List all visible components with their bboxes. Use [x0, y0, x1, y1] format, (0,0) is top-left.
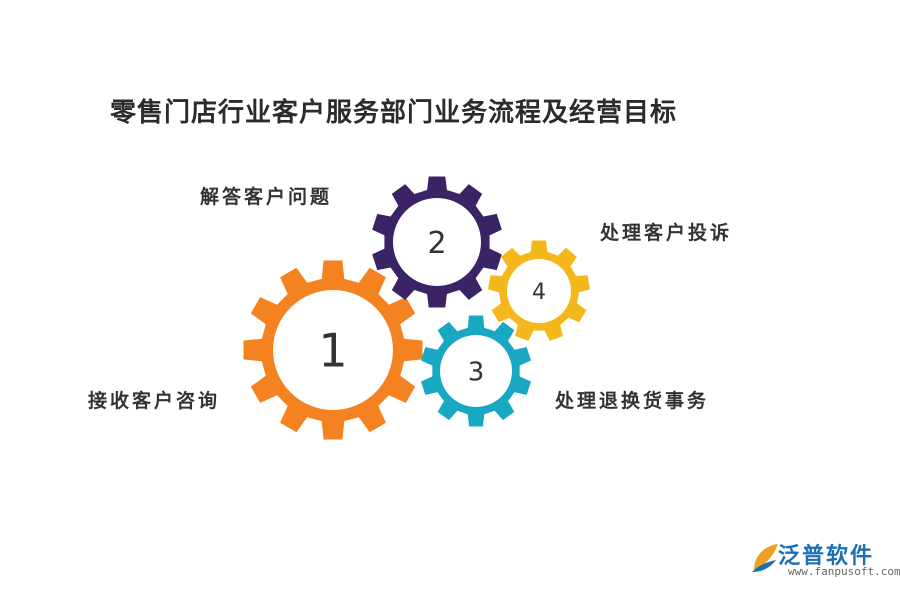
gear-3-center: [440, 335, 512, 407]
gear-3-number: 3: [468, 357, 485, 387]
gear-2-label: 解答客户问题: [200, 186, 333, 208]
fan-leaf-icon: [752, 544, 778, 572]
gear-1-label: 接收客户咨询: [88, 390, 221, 412]
gear-4: 4: [488, 240, 590, 341]
gear-4-number: 4: [532, 280, 546, 305]
gear-1-center: [273, 290, 393, 410]
gear-2-center: [393, 198, 481, 286]
logo-brand-text: 泛普软件: [778, 544, 875, 569]
gear-2-number: 2: [427, 226, 446, 261]
logo-url-text: www.fanpusoft.com: [788, 565, 900, 578]
gear-1-number: 1: [318, 324, 347, 378]
gear-4-center: [507, 259, 571, 323]
brand-logo: 泛普软件 www.fanpusoft.com: [748, 538, 900, 586]
gear-3: 3: [420, 315, 532, 427]
gear-2: 2: [372, 176, 502, 308]
gear-1: 1: [243, 260, 423, 440]
diagram-title: 零售门店行业客户服务部门业务流程及经营目标: [110, 98, 678, 128]
gear-3-label: 处理退换货事务: [555, 390, 710, 412]
gear-4-label: 处理客户投诉: [600, 222, 733, 244]
